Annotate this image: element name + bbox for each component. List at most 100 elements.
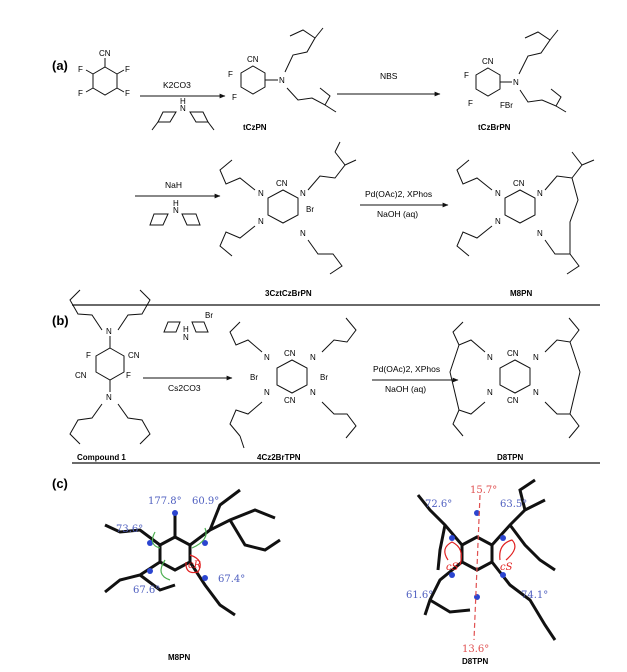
atom-cn: CN [513, 179, 525, 188]
atom-br: Br [306, 205, 314, 214]
atom-h: H [173, 199, 179, 208]
d8tpn-angle-label: 15.7° [470, 485, 497, 496]
atom-n: N [495, 189, 501, 198]
compound-label-tczbrpn: tCzBrPN [478, 123, 511, 132]
atom-n: N [487, 388, 493, 397]
atom-f: F [468, 99, 473, 108]
compound-label-tczpn: tCzPN [243, 123, 267, 132]
m8pn-dihedral-arcs [151, 527, 207, 581]
atom-cn: CN [75, 371, 87, 380]
atom-fbr: FBr [500, 101, 513, 110]
xray-label-d8tpn: D8TPN [462, 657, 488, 666]
atom-n: N [173, 206, 179, 215]
panel-label-b: (b) [52, 313, 69, 328]
atom-cn: CN [247, 55, 259, 64]
atom-cn: CN [128, 351, 140, 360]
atom-n: N [495, 217, 501, 226]
d8tpn-chirality-label-left: cS [446, 562, 459, 573]
atom-n: N [537, 229, 543, 238]
compound-label-compound-1: Compound 1 [77, 453, 126, 462]
atom-n: N [310, 353, 316, 362]
bromocarbazole-structure: H N Br [163, 311, 213, 342]
panel-label-c: (c) [52, 476, 68, 491]
reagent-pd-1: Pd(OAc)2, XPhos [365, 189, 432, 199]
atom-cn: CN [99, 49, 111, 58]
atom-n: N [513, 78, 519, 87]
d8tpn-structure: CN CN N N N N [449, 317, 581, 439]
reagent-nbs: NBS [380, 71, 398, 81]
d8tpn-nitrogen-atoms [449, 510, 506, 600]
atom-h: H [183, 325, 189, 334]
d8tpn-angle-label: 61.6° [406, 590, 433, 601]
atom-f: F [464, 71, 469, 80]
tetrafluorobenzonitrile-structure: CN F F F F [78, 49, 130, 98]
atom-n: N [264, 353, 270, 362]
m8pn-nitrogen-atoms [147, 510, 208, 581]
tczbrpn-structure: CN F F FBr N [464, 29, 567, 113]
atom-f: F [78, 65, 83, 74]
atom-n: N [180, 104, 186, 113]
d8tpn-angle-label: 63.5° [500, 499, 527, 510]
d8tpn-angle-label: 13.6° [462, 644, 489, 655]
m8pn-angle-label: 73.6° [116, 524, 143, 535]
compound-label-m8pn: M8PN [510, 289, 532, 298]
panel-label-a: (a) [52, 58, 68, 73]
compound-label-d8tpn: D8TPN [497, 453, 523, 462]
reagent-naoh-1: NaOH (aq) [377, 209, 418, 219]
reagent-nah: NaH [165, 180, 182, 190]
m8pn-angle-label: 177.8° [148, 496, 182, 507]
atom-br: Br [250, 373, 258, 382]
reagent-naoh-2: NaOH (aq) [385, 384, 426, 394]
atom-n: N [300, 229, 306, 238]
atom-f: F [78, 89, 83, 98]
reagent-cs2co3: Cs2CO3 [168, 383, 201, 393]
4cz2brtpn-structure: CN CN N N N N Br Br [229, 317, 357, 449]
atom-f: F [126, 371, 131, 380]
atom-n: N [310, 388, 316, 397]
atom-cn: CN [507, 396, 519, 405]
d8tpn-angle-label: 72.6° [425, 499, 452, 510]
atom-h: H [180, 97, 186, 106]
m8pn-angle-label: 67.4° [218, 574, 245, 585]
m8pn-angle-label: 67.6° [133, 585, 160, 596]
atom-n: N [487, 353, 493, 362]
atom-n: N [258, 217, 264, 226]
atom-n: N [183, 333, 189, 342]
atom-cn: CN [482, 57, 494, 66]
reagent-k2co3: K2CO3 [163, 80, 191, 90]
d8tpn-mean-plane-line [473, 494, 481, 641]
d8tpn-angle-label: 74.1° [521, 590, 548, 601]
atom-f: F [232, 93, 237, 102]
atom-br: Br [205, 311, 213, 320]
atom-n: N [533, 388, 539, 397]
atom-n: N [264, 388, 270, 397]
compound-1-structure: N N F F CN CN [69, 289, 151, 445]
m8pn-angle-label: 60.9° [192, 496, 219, 507]
atom-n: N [106, 393, 112, 402]
atom-n: N [106, 327, 112, 336]
atom-cn: CN [284, 396, 296, 405]
atom-n: N [258, 189, 264, 198]
atom-f: F [125, 89, 130, 98]
di-tert-butylcarbazole-structure: H N [151, 97, 215, 131]
d8tpn-chirality-arcs [444, 539, 516, 566]
tczpn-structure: CN F F N [228, 27, 337, 113]
d8tpn-chirality-label-right: cS [500, 562, 513, 573]
atom-cn: CN [507, 349, 519, 358]
m8pn-structure: CN N N N N [456, 151, 595, 275]
atom-cn: CN [276, 179, 288, 188]
atom-n: N [300, 189, 306, 198]
atom-br: Br [320, 373, 328, 382]
reagent-pd-2: Pd(OAc)2, XPhos [373, 364, 440, 374]
atom-cn: CN [284, 349, 296, 358]
m8pn-chirality-label: cR [188, 560, 202, 571]
compound-label-4cz2brtpn: 4Cz2BrTPN [257, 453, 301, 462]
atom-n: N [279, 76, 285, 85]
xray-label-m8pn: M8PN [168, 653, 190, 662]
atom-n: N [533, 353, 539, 362]
carbazole-structure: H N [149, 199, 201, 226]
m8pn-crystal-structure [104, 488, 281, 617]
atom-f: F [86, 351, 91, 360]
atom-f: F [125, 65, 130, 74]
